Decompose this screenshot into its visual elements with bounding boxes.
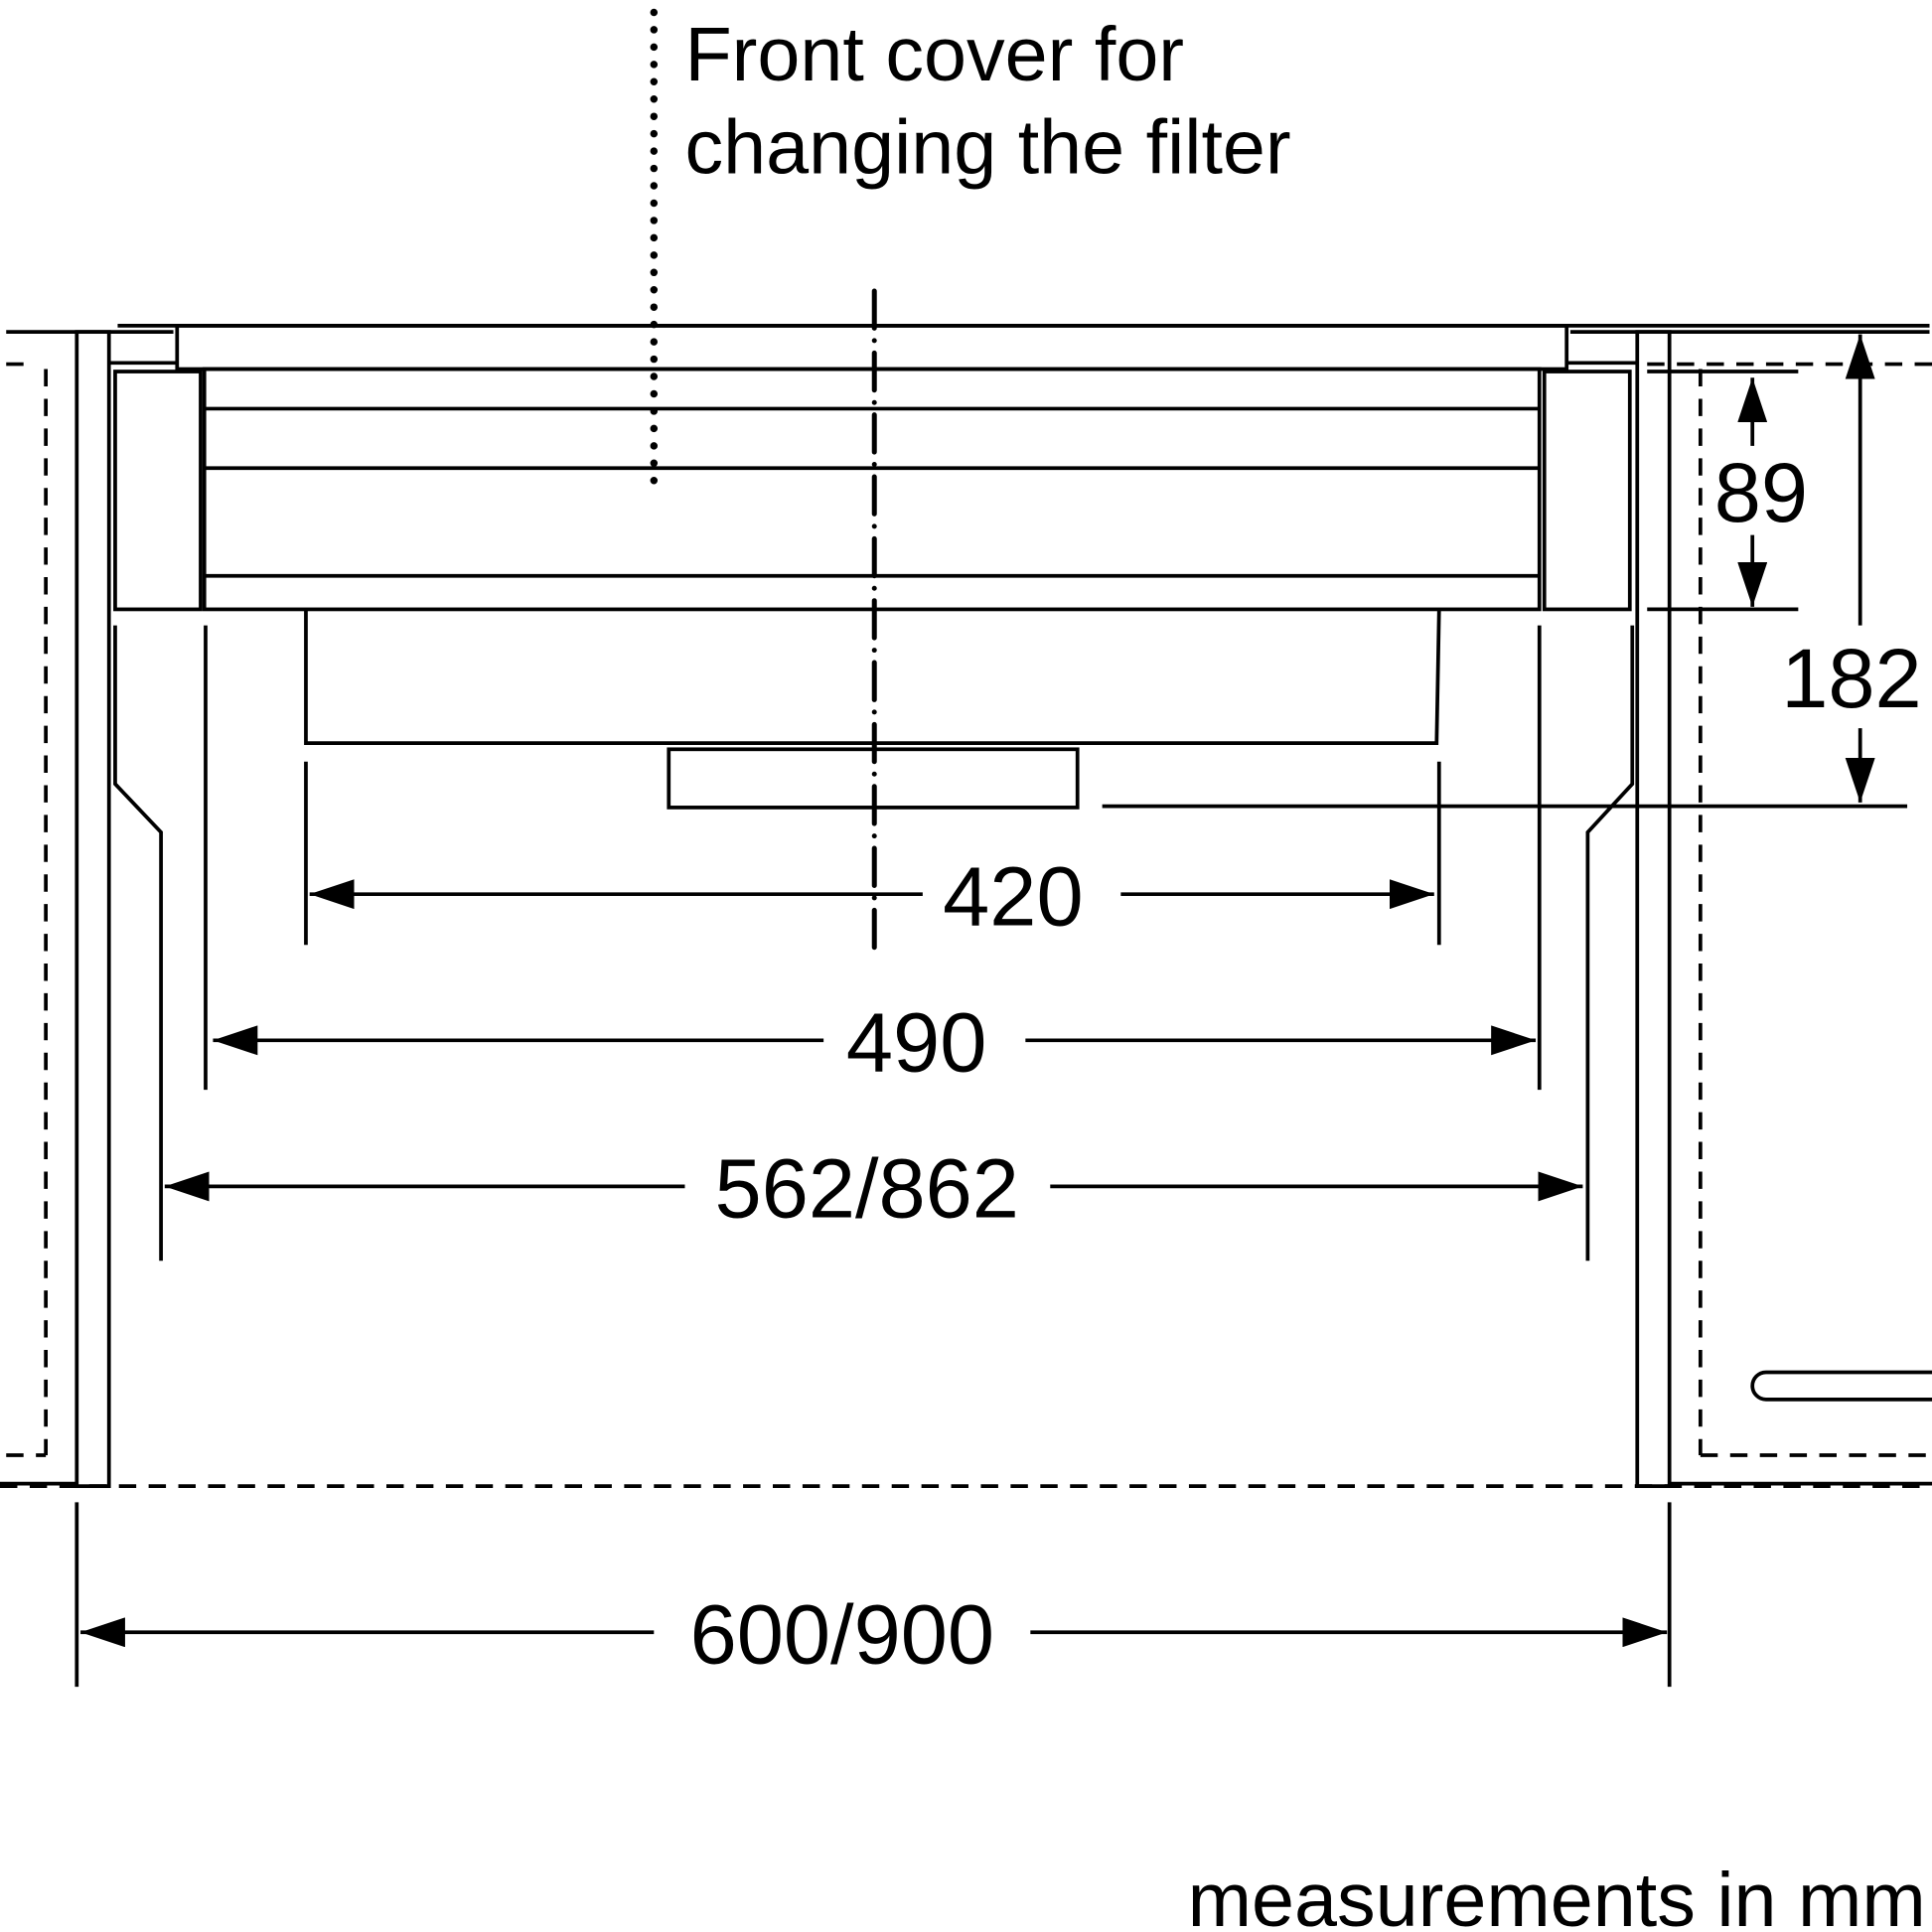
units-note: measurements in mm	[1188, 1858, 1926, 1932]
dimension-182-label: 182	[1781, 631, 1921, 725]
dimension-562: 562/862	[164, 1141, 1583, 1236]
hidden-lines	[0, 362, 1932, 1489]
dimension-182: 182	[1102, 334, 1922, 809]
front-cover-label-line1: Front cover for	[684, 12, 1184, 97]
dimension-420: 420	[309, 848, 1434, 943]
dimension-562-label: 562/862	[715, 1141, 1019, 1236]
dimension-89-label: 89	[1714, 445, 1808, 539]
front-cover-label-line2: changing the filter	[684, 105, 1290, 191]
dimension-490: 490	[213, 994, 1537, 1089]
dimension-89: 89	[1647, 370, 1808, 612]
dimension-600-label: 600/900	[690, 1586, 994, 1681]
dimension-490-label: 490	[846, 994, 986, 1089]
dimension-600: 600/900	[80, 1586, 1668, 1681]
dimension-420-label: 420	[943, 848, 1083, 943]
